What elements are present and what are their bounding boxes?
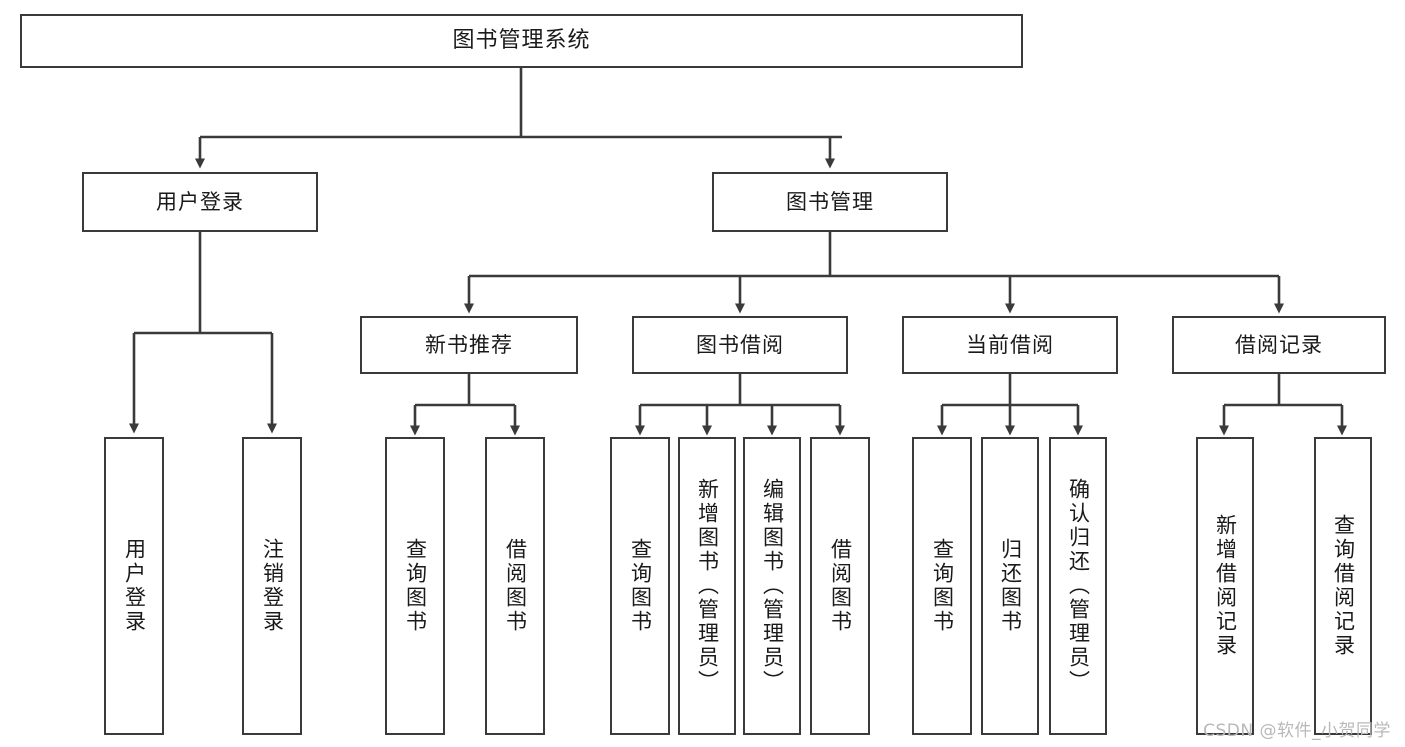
node-label: 注销登录 [260,538,285,634]
csdn-watermark: CSDN @软件_小贺同学 [1203,721,1391,741]
node-label: 新增借阅记录 [1213,514,1238,658]
node-label: 图书借阅 [696,332,784,357]
leaf-query-book-recommend[interactable]: 查询图书 [385,437,445,735]
leaf-borrow-book-recommend[interactable]: 借阅图书 [485,437,545,735]
node-label: 查询借阅记录 [1331,514,1356,658]
leaf-borrow-book-borrow[interactable]: 借阅图书 [810,437,870,735]
leaf-user-login[interactable]: 用户登录 [104,437,164,735]
leaf-query-borrow-record[interactable]: 查询借阅记录 [1314,437,1372,735]
node-book-management[interactable]: 图书管理 [712,172,948,232]
node-label: 归还图书 [998,538,1023,634]
leaf-add-book-admin[interactable]: 新增图书（管理员） [678,437,736,735]
leaf-return-book[interactable]: 归还图书 [981,437,1039,735]
leaf-query-book-current[interactable]: 查询图书 [912,437,972,735]
node-label: 用户登录 [122,538,147,634]
node-label: 借阅图书 [828,538,853,634]
node-label: 查询图书 [628,538,653,634]
leaf-edit-book-admin[interactable]: 编辑图书（管理员） [743,437,801,735]
node-new-book-recommend[interactable]: 新书推荐 [360,316,578,374]
node-borrow-record[interactable]: 借阅记录 [1172,316,1386,374]
node-user-login[interactable]: 用户登录 [82,172,318,232]
node-label: 确认归还（管理员） [1066,478,1091,694]
node-label: 编辑图书（管理员） [760,478,785,694]
leaf-confirm-return-admin[interactable]: 确认归还（管理员） [1049,437,1107,735]
node-label: 借阅记录 [1235,332,1323,357]
leaf-query-book-borrow[interactable]: 查询图书 [610,437,670,735]
node-current-borrow[interactable]: 当前借阅 [902,316,1118,374]
node-label: 新增图书（管理员） [695,478,720,694]
leaf-logout-login[interactable]: 注销登录 [242,437,302,735]
node-label: 用户登录 [156,189,244,214]
node-label: 借阅图书 [503,538,528,634]
node-label: 查询图书 [403,538,428,634]
node-label: 图书管理系统 [452,28,591,54]
node-root-book-management-system[interactable]: 图书管理系统 [20,14,1023,68]
node-label: 查询图书 [930,538,955,634]
node-label: 新书推荐 [425,332,513,357]
node-label: 当前借阅 [966,332,1054,357]
leaf-add-borrow-record[interactable]: 新增借阅记录 [1196,437,1254,735]
node-label: 图书管理 [786,189,874,214]
node-book-borrow[interactable]: 图书借阅 [632,316,848,374]
